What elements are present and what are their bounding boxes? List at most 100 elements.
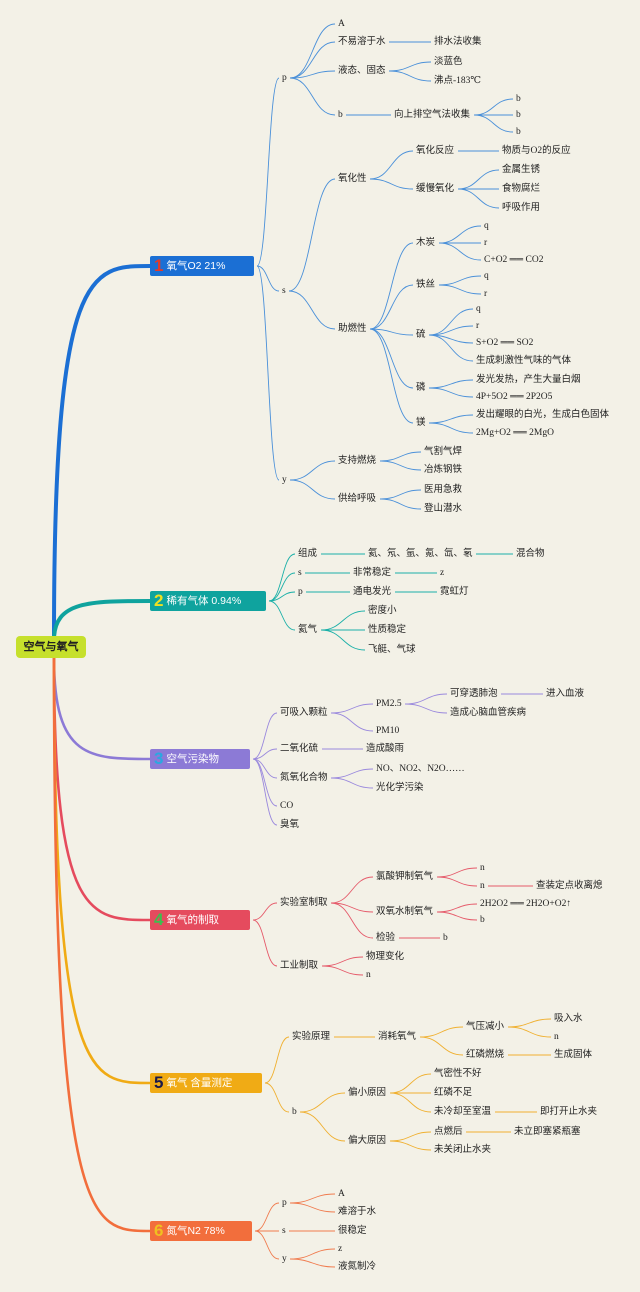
topic-node[interactable]: 光化学污染: [376, 783, 424, 793]
topic-node[interactable]: q: [484, 271, 489, 281]
topic-node[interactable]: 很稳定: [338, 1226, 367, 1236]
topic-node[interactable]: 混合物: [516, 549, 545, 559]
topic-node[interactable]: 二氧化硫: [280, 744, 319, 754]
topic-node[interactable]: r: [484, 238, 488, 248]
topic-node[interactable]: q: [476, 304, 481, 314]
topic-node[interactable]: 氧化反应: [416, 146, 455, 156]
topic-node[interactable]: b: [443, 933, 448, 943]
topic-node[interactable]: 消耗氧气: [378, 1032, 417, 1042]
topic-node[interactable]: 登山潜水: [424, 504, 463, 514]
topic-node[interactable]: y: [282, 1254, 287, 1264]
topic-node[interactable]: p: [282, 73, 287, 83]
topic-node[interactable]: 排水法收集: [434, 37, 482, 47]
topic-node[interactable]: z: [440, 568, 445, 578]
topic-node[interactable]: 氯酸钾制氧气: [376, 872, 434, 882]
topic-node[interactable]: C+O2 ══ CO2: [484, 255, 544, 265]
topic-node[interactable]: 飞艇、气球: [368, 645, 416, 655]
topic-node[interactable]: 组成: [298, 549, 318, 559]
topic-node[interactable]: 铁丝: [416, 280, 436, 290]
topic-node[interactable]: n: [554, 1032, 559, 1042]
topic-node[interactable]: 支持燃烧: [338, 456, 377, 466]
topic-node[interactable]: 偏大原因: [348, 1136, 387, 1146]
topic-node[interactable]: n: [480, 881, 485, 891]
topic-node[interactable]: 2Mg+O2 ══ 2MgO: [476, 428, 554, 438]
topic-node[interactable]: 气压减小: [466, 1022, 505, 1032]
topic-node[interactable]: 工业制取: [280, 961, 319, 971]
topic-node[interactable]: 臭氧: [280, 820, 300, 830]
topic-node[interactable]: 密度小: [368, 606, 397, 616]
topic-node[interactable]: PM2.5: [376, 699, 402, 709]
topic-node[interactable]: z: [338, 1244, 343, 1254]
root-node[interactable]: 空气与氧气: [16, 636, 86, 658]
topic-node[interactable]: q: [484, 221, 489, 231]
topic-node[interactable]: 红磷燃烧: [466, 1050, 505, 1060]
topic-node[interactable]: CO: [280, 801, 294, 811]
topic-node[interactable]: 偏小原因: [348, 1088, 387, 1098]
topic-node[interactable]: 难溶于水: [338, 1207, 377, 1217]
topic-node[interactable]: 即打开止水夹: [540, 1107, 598, 1117]
topic-node[interactable]: p: [282, 1198, 287, 1208]
topic-node[interactable]: 向上排空气法收集: [394, 110, 471, 120]
topic-node[interactable]: 检验: [376, 933, 396, 943]
topic-node[interactable]: 助燃性: [338, 324, 367, 334]
topic-node[interactable]: b: [516, 94, 521, 104]
topic-node[interactable]: 金属生锈: [502, 165, 541, 175]
topic-node[interactable]: 气密性不好: [434, 1069, 482, 1079]
topic-node[interactable]: PM10: [376, 726, 400, 736]
topic-node[interactable]: 发光发热，产生大量白烟: [476, 375, 581, 385]
topic-node[interactable]: 气割气焊: [424, 447, 463, 457]
topic-node[interactable]: 冶炼钢铁: [424, 465, 463, 475]
topic-node[interactable]: NO、NO2、N2O……: [376, 764, 465, 774]
topic-node[interactable]: 镁: [416, 418, 426, 428]
topic-node[interactable]: A: [338, 19, 345, 29]
topic-node[interactable]: 性质稳定: [368, 625, 407, 635]
topic-node[interactable]: 物质与O2的反应: [502, 146, 571, 156]
topic-node[interactable]: 4P+5O2 ══ 2P2O5: [476, 392, 553, 402]
topic-node[interactable]: 未立即塞紧瓶塞: [514, 1127, 581, 1137]
topic-node[interactable]: y: [282, 475, 287, 485]
topic-node[interactable]: 通电发光: [353, 587, 392, 597]
topic-node[interactable]: 霓虹灯: [440, 587, 469, 597]
topic-node[interactable]: A: [338, 1189, 345, 1199]
topic-node[interactable]: 双氧水制氧气: [376, 907, 434, 917]
topic-node[interactable]: 淡蓝色: [434, 57, 463, 67]
topic-node[interactable]: n: [480, 863, 485, 873]
topic-node[interactable]: s: [298, 568, 302, 578]
topic-node[interactable]: 物理变化: [366, 952, 405, 962]
topic-node[interactable]: 呼吸作用: [502, 203, 541, 213]
topic-node[interactable]: 氧化性: [338, 174, 367, 184]
topic-node[interactable]: 液氮制冷: [338, 1262, 377, 1272]
topic-node[interactable]: s: [282, 1226, 286, 1236]
topic-node[interactable]: s: [282, 286, 286, 296]
topic-node[interactable]: 医用急救: [424, 485, 463, 495]
topic-node[interactable]: 未关闭止水夹: [434, 1145, 492, 1155]
topic-node[interactable]: 可穿透肺泡: [450, 689, 498, 699]
topic-node[interactable]: b: [480, 915, 485, 925]
topic-node[interactable]: n: [366, 970, 371, 980]
topic-node[interactable]: b: [516, 127, 521, 137]
topic-node[interactable]: 硫: [416, 330, 426, 340]
topic-node[interactable]: 食物腐烂: [502, 184, 541, 194]
topic-node[interactable]: 造成心脑血管疾病: [450, 708, 527, 718]
topic-node[interactable]: p: [298, 587, 303, 597]
topic-node[interactable]: 不易溶于水: [338, 37, 386, 47]
topic-node[interactable]: 磷: [416, 383, 426, 393]
topic-node[interactable]: 沸点-183℃: [434, 76, 482, 86]
topic-node[interactable]: 缓慢氧化: [416, 184, 455, 194]
topic-node[interactable]: 红磷不足: [434, 1088, 473, 1098]
topic-node[interactable]: r: [476, 321, 480, 331]
topic-node[interactable]: b: [338, 110, 343, 120]
topic-node[interactable]: 液态、固态: [338, 66, 386, 76]
topic-node[interactable]: 吸入水: [554, 1014, 583, 1024]
topic-node[interactable]: b: [516, 110, 521, 120]
topic-node[interactable]: 生成刺激性气味的气体: [476, 356, 572, 366]
topic-node[interactable]: 木炭: [416, 238, 436, 248]
topic-node[interactable]: 生成固体: [554, 1050, 593, 1060]
topic-node[interactable]: 未冷却至室温: [434, 1107, 492, 1117]
topic-node[interactable]: 点燃后: [434, 1127, 463, 1137]
topic-node[interactable]: 查装定点收离熄: [536, 881, 603, 891]
